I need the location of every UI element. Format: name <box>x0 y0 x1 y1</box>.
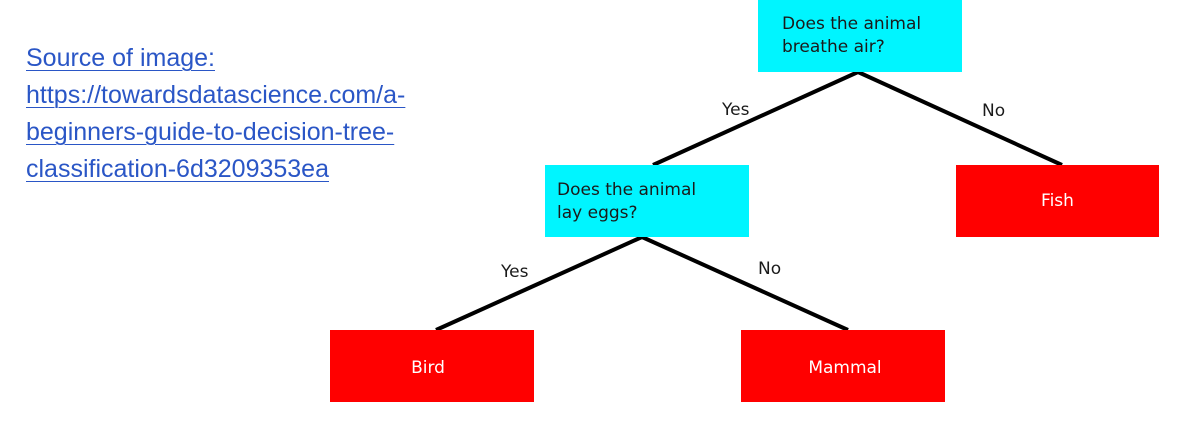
edge-label-eggs-yes: Yes <box>500 262 529 282</box>
node-lay-eggs-line-2: lay eggs? <box>557 203 638 223</box>
edge-root-no <box>857 70 1063 167</box>
leaf-fish-label: Fish <box>1041 191 1074 211</box>
source-link-line-3[interactable]: classification-6d3209353ea <box>26 155 329 183</box>
node-lay-eggs-line-1: Does the animal <box>557 180 696 200</box>
leaf-bird: Bird <box>330 330 534 402</box>
leaf-bird-box <box>330 330 534 402</box>
node-lay-eggs-box <box>545 165 749 237</box>
leaf-fish: Fish <box>956 165 1159 237</box>
edge-label-eggs-no: No <box>758 259 781 279</box>
node-breathe-air-box <box>758 0 962 72</box>
edge-eggs-no <box>641 235 849 332</box>
source-label: Source of image: <box>26 44 215 72</box>
leaf-bird-label: Bird <box>411 358 445 378</box>
leaf-mammal: Mammal <box>741 330 945 402</box>
leaf-mammal-box <box>741 330 945 402</box>
source-caption: Source of image: https://towardsdatascie… <box>26 40 506 188</box>
source-link-line-1[interactable]: https://towardsdatascience.com/a- <box>26 81 406 109</box>
edge-root-yes <box>652 70 859 167</box>
source-link-line-2[interactable]: beginners-guide-to-decision-tree- <box>26 118 395 146</box>
node-breathe-air: Does the animal breathe air? <box>758 0 962 72</box>
edge-label-root-yes: Yes <box>721 100 750 120</box>
node-lay-eggs: Does the animal lay eggs? <box>545 165 749 237</box>
edge-label-root-no: No <box>982 101 1005 121</box>
node-breathe-air-line-2: breathe air? <box>782 37 885 57</box>
leaf-mammal-label: Mammal <box>808 358 881 378</box>
edge-eggs-yes <box>435 235 643 332</box>
node-breathe-air-line-1: Does the animal <box>782 14 921 34</box>
leaf-fish-box <box>956 165 1159 237</box>
